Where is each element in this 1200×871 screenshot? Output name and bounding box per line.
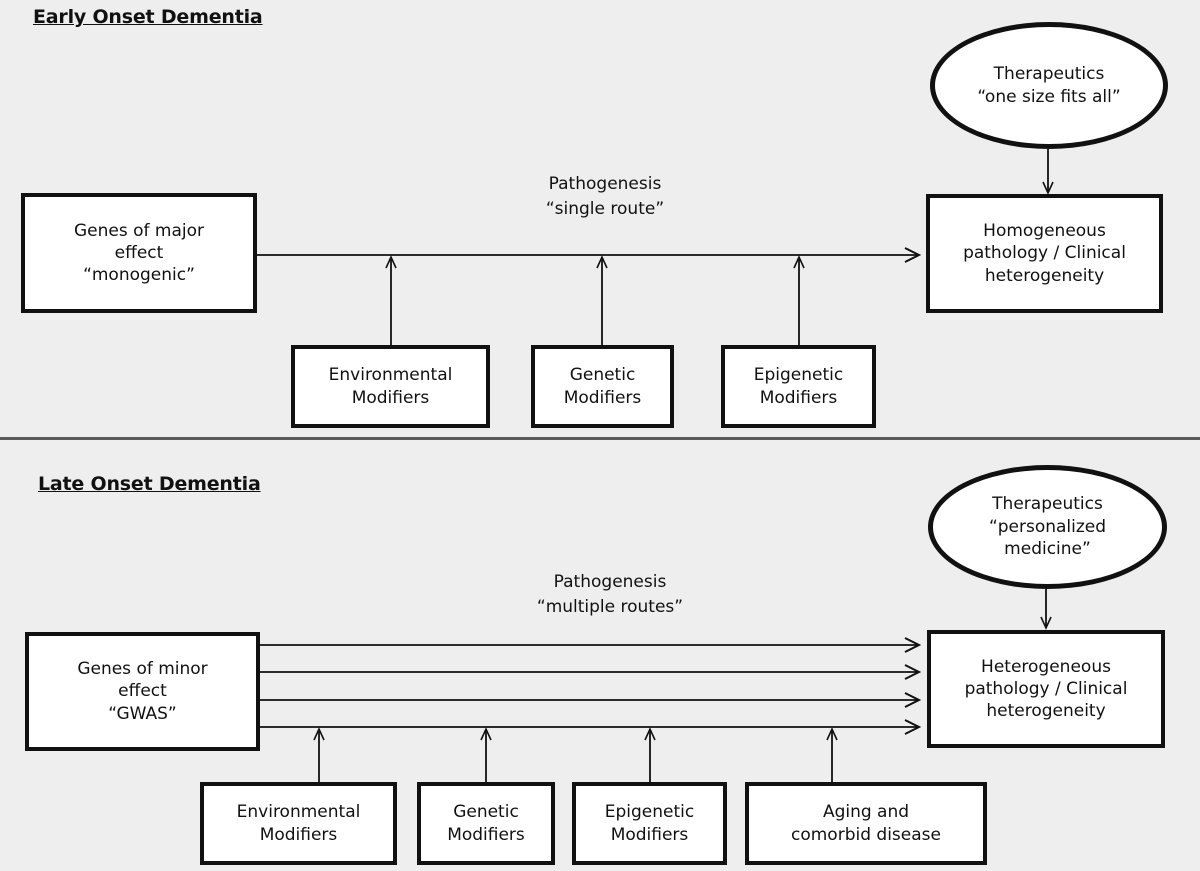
node-early-environmental-modifiers-label: Environmental Modifiers: [328, 365, 453, 408]
node-homogeneous-pathology-label: Homogeneous pathology / Clinical heterog…: [963, 221, 1126, 286]
node-early-epigenetic-modifiers-label: Epigenetic Modifiers: [753, 365, 844, 408]
node-therapeutics-personalized-medicine[interactable]: Therapeutics “personalized medicine”: [928, 465, 1167, 589]
node-genes-of-major-effect-label: Genes of major effect “monogenic”: [73, 220, 204, 286]
node-genes-of-minor-effect[interactable]: Genes of minor effect “GWAS”: [25, 632, 260, 751]
node-homogeneous-pathology[interactable]: Homogeneous pathology / Clinical heterog…: [926, 194, 1163, 313]
node-genes-of-minor-effect-label: Genes of minor effect “GWAS”: [77, 659, 208, 724]
panel-title-early-onset: Early Onset Dementia: [33, 6, 263, 28]
node-therapeutics-one-size-fits-all[interactable]: Therapeutics “one size fits all”: [930, 22, 1168, 149]
node-therapeutics-personalized-medicine-label: Therapeutics “personalized medicine”: [988, 494, 1107, 560]
node-heterogeneous-pathology[interactable]: Heterogeneous pathology / Clinical heter…: [927, 630, 1165, 748]
node-early-genetic-modifiers-label: Genetic Modifiers: [563, 365, 642, 408]
node-late-aging-and-comorbid-disease[interactable]: Aging and comorbid disease: [745, 782, 987, 865]
node-early-genetic-modifiers[interactable]: Genetic Modifiers: [531, 345, 674, 428]
node-late-environmental-modifiers-label: Environmental Modifiers: [236, 802, 361, 845]
node-late-genetic-modifiers[interactable]: Genetic Modifiers: [417, 782, 555, 865]
panel-divider: [0, 437, 1200, 440]
node-heterogeneous-pathology-label: Heterogeneous pathology / Clinical heter…: [964, 656, 1128, 722]
node-early-environmental-modifiers[interactable]: Environmental Modifiers: [291, 345, 490, 428]
node-early-epigenetic-modifiers[interactable]: Epigenetic Modifiers: [721, 345, 876, 428]
node-late-environmental-modifiers[interactable]: Environmental Modifiers: [200, 782, 397, 865]
label-pathogenesis-multiple-routes: Pathogenesis “multiple routes”: [536, 572, 684, 617]
node-late-epigenetic-modifiers-label: Epigenetic Modifiers: [604, 802, 695, 845]
label-pathogenesis-single-route: Pathogenesis “single route”: [545, 174, 665, 219]
node-late-epigenetic-modifiers[interactable]: Epigenetic Modifiers: [572, 782, 727, 865]
node-therapeutics-one-size-fits-all-label: Therapeutics “one size fits all”: [977, 64, 1121, 107]
node-genes-of-major-effect[interactable]: Genes of major effect “monogenic”: [21, 193, 257, 313]
panel-title-late-onset: Late Onset Dementia: [38, 473, 261, 495]
node-late-aging-and-comorbid-disease-label: Aging and comorbid disease: [791, 802, 941, 845]
node-late-genetic-modifiers-label: Genetic Modifiers: [447, 802, 525, 845]
